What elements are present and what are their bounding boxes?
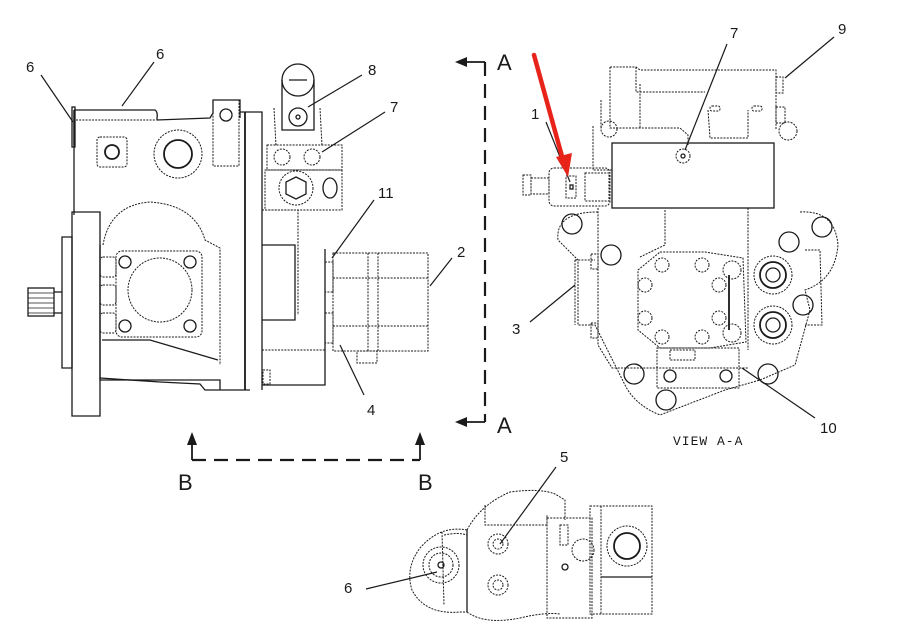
callout-10: 10 [820, 420, 837, 437]
callout-1: 1 [531, 106, 539, 123]
callout-7-side: 7 [390, 99, 398, 116]
gear-pump [324, 252, 429, 364]
view-b-callouts: 5 6 [344, 449, 568, 597]
section-b-right-label: B [418, 470, 433, 495]
callout-6-view-b: 6 [344, 580, 352, 597]
view-a-callouts: 1 7 9 3 10 [512, 21, 846, 437]
solenoid-connector [522, 167, 611, 207]
view-a-a-label: VIEW A-A [673, 434, 743, 449]
callout-4: 4 [367, 402, 375, 419]
callout-11: 11 [378, 185, 394, 202]
section-a-bottom-label: A [497, 413, 512, 438]
section-b-left-label: B [178, 470, 193, 495]
callout-2: 2 [457, 244, 465, 261]
highlight-arrow [531, 52, 572, 177]
callout-9: 9 [838, 21, 846, 38]
side-view-callouts: 6 6 8 7 11 2 4 [26, 46, 465, 419]
section-line-b: B B [178, 432, 433, 495]
control-valve [264, 63, 343, 211]
callout-3: 3 [512, 321, 520, 338]
spline-shaft [27, 287, 62, 317]
callout-7-view-a: 7 [730, 25, 738, 42]
view-b [409, 489, 653, 621]
side-view-pump [27, 63, 429, 417]
callout-6-top: 6 [156, 46, 164, 63]
section-a-top-label: A [497, 50, 512, 75]
callout-8: 8 [368, 62, 376, 79]
port-fittings [753, 255, 793, 345]
view-a-a: VIEW A-A [522, 66, 839, 449]
callout-6-left: 6 [26, 59, 34, 76]
section-line-a: A A [455, 50, 512, 438]
callout-5: 5 [560, 449, 568, 466]
